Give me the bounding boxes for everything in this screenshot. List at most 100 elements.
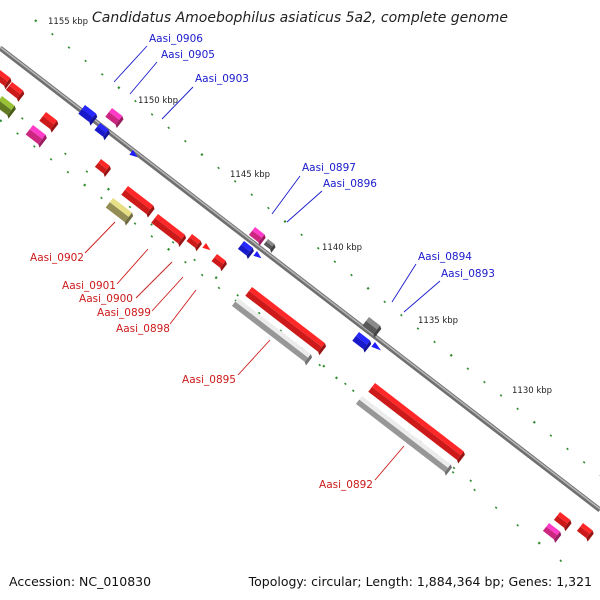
tick-mark: [316, 246, 320, 250]
gene-feature[interactable]: [244, 287, 327, 356]
accession-text: Accession: NC_010830: [9, 574, 152, 589]
gene-label[interactable]: Aasi_0897: [302, 162, 356, 174]
tick-mark: [559, 559, 563, 563]
tick-mark: [83, 183, 87, 187]
tick-mark: [516, 524, 519, 527]
gene-label[interactable]: Aasi_0895: [182, 374, 236, 386]
tick-mark: [100, 72, 104, 76]
tick-mark: [134, 99, 137, 103]
gene-feature[interactable]: [129, 150, 139, 160]
gene-feature[interactable]: [231, 298, 314, 366]
gene-feature[interactable]: [355, 396, 453, 476]
gene-feature[interactable]: [24, 125, 48, 148]
tick-mark: [67, 46, 71, 49]
genome-summary-text: Topology: circular; Length: 1,884,364 bp…: [248, 574, 592, 589]
tick-mark: [100, 196, 103, 200]
tick-mark: [85, 170, 89, 173]
gene-feature[interactable]: [371, 342, 383, 353]
ruler-label: 1140 kbp: [322, 243, 362, 253]
gene-feature[interactable]: [253, 251, 263, 261]
gene-label[interactable]: Aasi_0894: [418, 251, 472, 263]
gene-feature[interactable]: [104, 108, 125, 129]
tick-mark: [469, 479, 473, 483]
tick-mark: [383, 300, 387, 304]
gene-label[interactable]: Aasi_0893: [441, 268, 495, 280]
tick-mark: [171, 240, 175, 244]
gene-feature[interactable]: [104, 198, 134, 226]
gene-feature[interactable]: [202, 243, 212, 253]
tick-mark: [214, 276, 218, 280]
gene-feature[interactable]: [38, 112, 59, 133]
tick-mark: [532, 420, 536, 424]
tick-mark: [566, 447, 569, 451]
tick-mark: [400, 313, 403, 317]
tick-mark: [499, 394, 503, 397]
tick-mark: [344, 382, 347, 386]
gene-label[interactable]: Aasi_0903: [195, 73, 249, 85]
tick-mark: [350, 273, 353, 277]
tick-mark: [473, 488, 476, 492]
tick-mark: [451, 470, 455, 474]
tick-mark: [582, 461, 586, 464]
gene-feature[interactable]: [542, 523, 563, 543]
gene-feature[interactable]: [263, 239, 277, 253]
plus-gene-labels: Aasi_0906 Aasi_0905 Aasi_0903 Aasi_0897 …: [149, 33, 495, 280]
gene-feature[interactable]: [367, 383, 466, 464]
gene-feature[interactable]: [210, 254, 228, 272]
tick-mark: [200, 273, 204, 277]
tick-mark: [193, 258, 196, 262]
gene-label[interactable]: Aasi_0906: [149, 33, 203, 45]
tick-mark: [200, 153, 204, 157]
gene-label[interactable]: Aasi_0905: [161, 49, 215, 61]
tick-mark: [84, 59, 87, 63]
tick-mark: [51, 32, 54, 36]
tick-mark: [150, 113, 154, 116]
gene-feature[interactable]: [237, 241, 255, 260]
gene-label[interactable]: Aasi_0900: [79, 293, 133, 305]
tick-mark: [217, 166, 220, 170]
ruler-label: 1130 kbp: [512, 386, 552, 396]
minus-gene-labels: Aasi_0902 Aasi_0901 Aasi_0900 Aasi_0899 …: [30, 252, 373, 491]
gene-label[interactable]: Aasi_0892: [319, 479, 373, 491]
tick-mark: [250, 193, 254, 197]
gene-label[interactable]: Aasi_0902: [30, 252, 84, 264]
tick-mark: [279, 329, 283, 333]
tick-mark: [351, 389, 355, 393]
gene-feature[interactable]: [576, 523, 595, 542]
tick-mark: [183, 139, 187, 143]
gene-feature[interactable]: [93, 123, 111, 141]
map-title: Candidatus Amoebophilus asiaticus 5a2, c…: [92, 10, 508, 26]
tick-mark: [300, 233, 303, 237]
gene-feature[interactable]: [0, 96, 17, 119]
gene-feature[interactable]: [185, 234, 203, 252]
tick-mark: [283, 219, 287, 224]
tick-mark: [537, 541, 541, 545]
tick-mark: [494, 506, 498, 509]
gene-feature[interactable]: [94, 159, 112, 178]
gene-feature[interactable]: [150, 214, 187, 247]
gene-label[interactable]: Aasi_0896: [323, 178, 377, 190]
tick-mark: [549, 434, 553, 437]
gene-feature[interactable]: [351, 332, 372, 353]
tick-mark: [483, 380, 486, 384]
gene-feature[interactable]: [0, 70, 13, 90]
gene-feature[interactable]: [553, 512, 573, 532]
ruler-label: 1135 kbp: [418, 316, 458, 326]
tick-mark: [267, 206, 270, 210]
tick-mark: [150, 223, 153, 226]
tick-mark: [34, 19, 38, 23]
tick-mark: [66, 170, 70, 174]
gene-label[interactable]: Aasi_0899: [97, 307, 151, 319]
tick-mark: [16, 132, 19, 135]
gene-feature[interactable]: [361, 317, 382, 338]
tick-mark: [64, 152, 67, 156]
gene-feature[interactable]: [5, 82, 26, 102]
tick-mark: [49, 158, 53, 161]
gene-label[interactable]: Aasi_0898: [116, 323, 170, 335]
gene-label[interactable]: Aasi_0901: [62, 280, 116, 292]
gene-feature[interactable]: [77, 105, 98, 126]
tick-mark: [236, 294, 239, 297]
gene-feature[interactable]: [120, 186, 156, 218]
gene-feature[interactable]: [248, 227, 267, 246]
